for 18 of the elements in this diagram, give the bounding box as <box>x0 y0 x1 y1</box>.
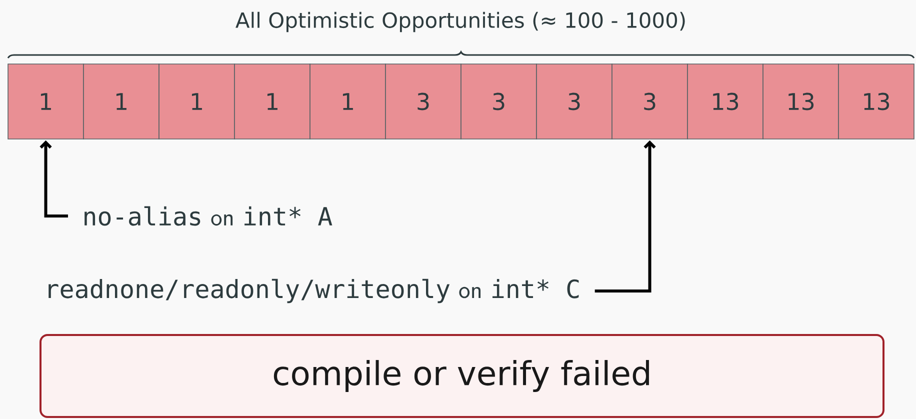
value-cell: 3 <box>612 64 688 140</box>
annotation-text: readnone/readonly/writeonly on int* C <box>48 278 579 304</box>
value-cell: 1 <box>310 64 386 140</box>
value-cell: 13 <box>838 64 914 140</box>
value-cell: 3 <box>536 64 612 140</box>
arrow <box>594 140 656 292</box>
annotation-text: no-alias on int* A <box>84 206 332 226</box>
value-cell: 1 <box>8 64 84 140</box>
value-cell: 13 <box>687 64 764 140</box>
value-cell: 1 <box>234 64 310 140</box>
title: All Optimistic Opportunities (≈ 100 - 1000) <box>236 12 685 32</box>
value-cell: 1 <box>83 64 160 140</box>
value-cell: 3 <box>460 64 537 140</box>
value-cell: 1 <box>158 64 235 140</box>
value-cell: 13 <box>762 64 839 140</box>
arrow <box>40 140 68 218</box>
status-box: compile or verify failed <box>40 334 884 418</box>
value-cell: 3 <box>385 64 462 140</box>
